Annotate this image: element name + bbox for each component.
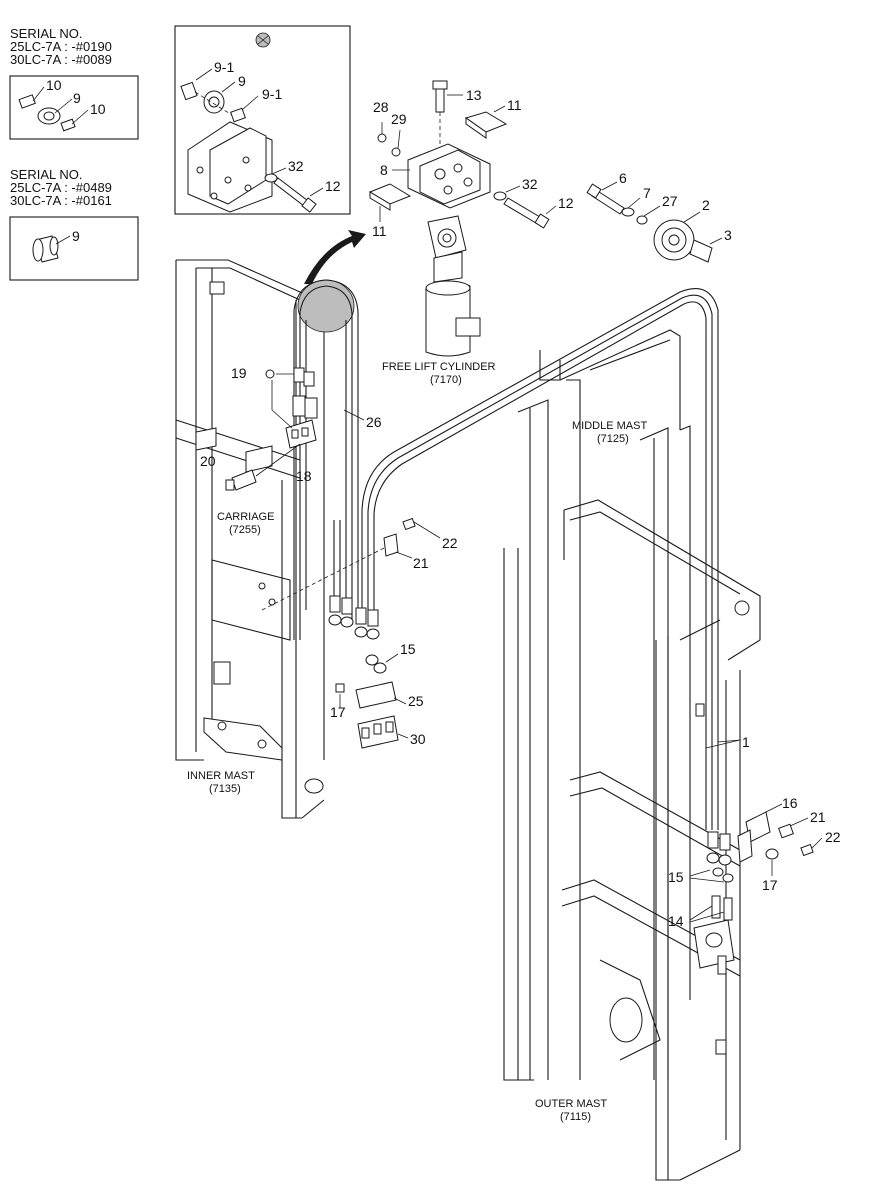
- callout-12a: 12: [325, 178, 341, 194]
- callout-14: 14: [668, 913, 684, 929]
- callout-19: 19: [231, 365, 247, 381]
- detail-arrow: [304, 230, 366, 284]
- callout-1: 1: [742, 734, 750, 750]
- callout-13: 13: [466, 87, 482, 103]
- callout-9c: 9: [238, 73, 246, 89]
- callout-17b: 17: [762, 877, 778, 893]
- serial-note-2-line1: 25LC-7A : -#0489: [10, 180, 112, 195]
- callout-8: 8: [380, 162, 388, 178]
- mid-bracket: 22 21: [383, 517, 458, 571]
- callout-18: 18: [296, 468, 312, 484]
- free-lift-cylinder-code: (7170): [430, 374, 462, 386]
- detail-inset: 9-1 9 9-1 32 12: [174, 25, 351, 215]
- inner-mast-name: INNER MAST: [187, 770, 255, 782]
- callout-21a: 21: [413, 555, 429, 571]
- lower-fittings-left: 15 17 25 30: [328, 595, 426, 749]
- serial-note-2: SERIAL NO. 25LC-7A : -#0489 30LC-7A : -#…: [10, 167, 112, 208]
- callout-25: 25: [408, 693, 424, 709]
- roller-group: 6 7 27 2 3: [586, 170, 732, 263]
- callout-22b: 22: [825, 829, 841, 845]
- callout-21b: 21: [810, 809, 826, 825]
- callout-15b: 15: [668, 869, 684, 885]
- carriage-code: (7255): [229, 524, 261, 536]
- callout-6: 6: [619, 170, 627, 186]
- outer-mast-name: OUTER MAST: [535, 1098, 607, 1110]
- serial-note-1: SERIAL NO. 25LC-7A : -#0190 30LC-7A : -#…: [10, 26, 112, 67]
- leader-dashed: [261, 547, 385, 611]
- middle-mast-name: MIDDLE MAST: [572, 420, 647, 432]
- callout-32a: 32: [288, 158, 304, 174]
- callout-10b: 10: [90, 101, 106, 117]
- callout-11a: 11: [507, 97, 522, 113]
- callout-12b: 12: [558, 195, 574, 211]
- serial-note-1-box: 10 9 10: [9, 75, 139, 140]
- serial-note-2-line2: 30LC-7A : -#0161: [10, 193, 112, 208]
- carriage-label: CARRIAGE (7255): [217, 511, 274, 536]
- callout-9a: 9: [73, 90, 81, 106]
- carriage-name: CARRIAGE: [217, 511, 274, 523]
- serial-note-2-box: 9: [9, 216, 139, 281]
- callout-3: 3: [724, 227, 732, 243]
- callout-20: 20: [200, 453, 216, 469]
- callout-9b: 9: [72, 228, 80, 244]
- callout-30: 30: [410, 731, 426, 747]
- cylinder-bracket-assembly: 13 11 28 29 8 32 12 11: [368, 80, 574, 239]
- lower-fittings-right: 16 21 22 17 15 14: [668, 795, 841, 975]
- outer-mast-code: (7115): [560, 1111, 591, 1123]
- callout-32b: 32: [522, 176, 538, 192]
- hose-reel: 26: [293, 279, 382, 640]
- inner-mast-code: (7135): [209, 783, 241, 795]
- callout-9-1a: 9-1: [214, 59, 234, 75]
- middle-mast: MIDDLE MAST (7125): [517, 329, 691, 1080]
- inner-mast: INNER MAST (7135): [175, 259, 325, 819]
- callout-2: 2: [702, 197, 710, 213]
- middle-mast-code: (7125): [597, 433, 629, 445]
- callout-7: 7: [643, 185, 651, 201]
- serial-note-1-line1: 25LC-7A : -#0190: [10, 39, 112, 54]
- hose-loop: [333, 288, 719, 830]
- free-lift-cylinder: FREE LIFT CYLINDER (7170): [382, 215, 496, 386]
- callout-1-leader: 1: [705, 734, 750, 750]
- serial-note-1-line2: 30LC-7A : -#0089: [10, 52, 112, 67]
- callout-29: 29: [391, 111, 407, 127]
- callout-9-1b: 9-1: [262, 86, 282, 102]
- serial-note-2-title: SERIAL NO.: [10, 167, 82, 182]
- free-lift-cylinder-name: FREE LIFT CYLINDER: [382, 361, 496, 373]
- callout-16: 16: [782, 795, 798, 811]
- callout-17a: 17: [330, 704, 346, 720]
- callout-26: 26: [366, 414, 382, 430]
- serial-note-1-title: SERIAL NO.: [10, 26, 82, 41]
- callout-15a: 15: [400, 641, 416, 657]
- callout-28: 28: [373, 99, 389, 115]
- callout-10a: 10: [46, 77, 62, 93]
- callout-11b: 11: [372, 223, 387, 239]
- upper-fittings: 19 20 18: [200, 365, 318, 491]
- callout-22a: 22: [442, 535, 458, 551]
- callout-27: 27: [662, 193, 678, 209]
